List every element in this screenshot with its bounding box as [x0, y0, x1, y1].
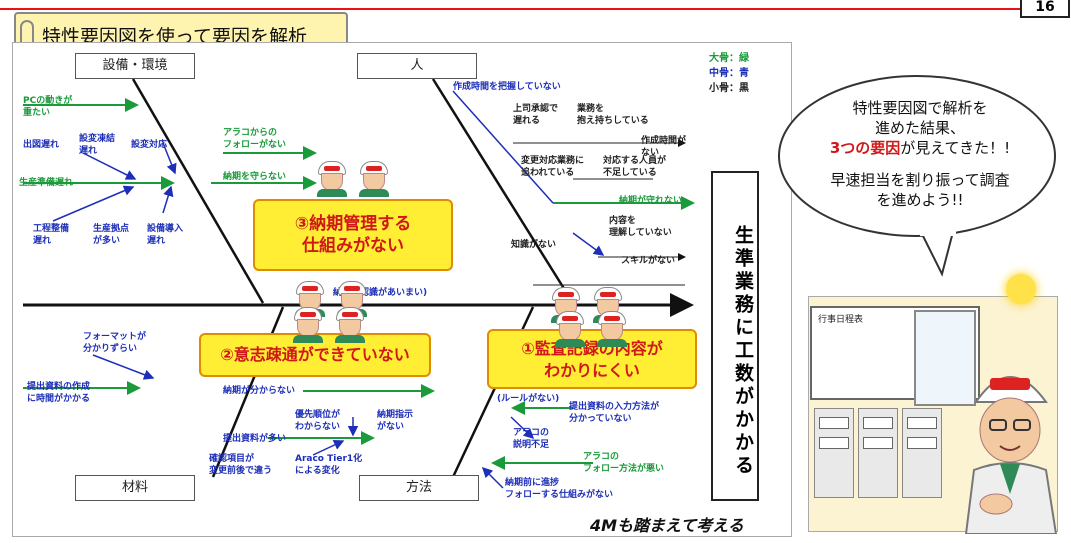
cabinet-icon	[814, 408, 854, 498]
label-grasp-time: 作成時間を把握していない	[453, 82, 561, 92]
bubble-line-4: 早速担当を割り振って調査	[830, 171, 1010, 189]
page-number: 16	[1020, 0, 1070, 18]
label-deadline-unknown: 納期が分からない	[223, 386, 296, 396]
label-drawing-delay: 出図遅れ	[23, 140, 60, 150]
label-pc: PCの動きが 重たい	[23, 96, 73, 118]
bubble-highlight: 3つの要因	[829, 139, 901, 157]
label-content: 内容を 理解していない	[609, 216, 672, 238]
header-rule	[0, 8, 1020, 10]
label-skill: スキルがない	[621, 256, 676, 266]
label-araco-method: アラコの フォロー方法が悪い	[583, 452, 665, 474]
callout-audit-records: ①監査記録の内容が わかりにくい	[487, 329, 697, 389]
worker-face-icon	[315, 161, 349, 197]
fishbone-diagram: 設備・環境 人 材料 方法 生準業務に工数がかかる 大骨：緑 中骨：青 小骨：黒…	[12, 42, 792, 537]
label-creation-time: 作成時間が ない	[641, 136, 687, 158]
worker-face-icon	[553, 311, 587, 347]
callout-deadline-management: ③納期管理する 仕組みがない	[253, 199, 453, 271]
legend-major: 大骨：緑	[709, 53, 749, 64]
label-input-method: 提出資料の入力方法が 分かっていない	[569, 402, 660, 424]
legend-middle: 中骨：青	[709, 68, 749, 79]
label-araco-follow: アラコからの フォローがない	[223, 128, 287, 150]
bubble-line-1: 特性要因図で解析を	[852, 99, 988, 117]
label-equip-delay: 設備導入 遅れ	[147, 224, 184, 246]
label-priority: 優先順位が わからない	[295, 410, 341, 432]
label-design-freeze: 設変凍結 遅れ	[79, 134, 116, 156]
bubble-line-3-rest: が見えてきた！!	[900, 139, 1011, 157]
label-deadline-miss: 納期が守れない	[619, 196, 683, 206]
label-check-items: 確認項目が 変更前後で違う	[209, 454, 273, 476]
label-deadline-vague: 納期の認識があいまい)	[333, 288, 428, 298]
cabinet-icon	[902, 408, 942, 498]
label-design-change: 設変対応	[131, 140, 168, 150]
label-doc-time: 提出資料の作成 に時間がかかる	[27, 382, 91, 404]
cabinet-icon	[858, 408, 898, 498]
label-deadline-keep: 納期を守らない	[223, 172, 287, 182]
worker-face-icon	[357, 161, 391, 197]
bubble-text: 特性要因図で解析を 進めた結果、 3つの要因が見えてきた！! 早速担当を割り振っ…	[800, 98, 1040, 210]
lightbulb-icon	[1006, 274, 1036, 304]
bubble-line-5: を進めよう!!	[876, 191, 964, 209]
label-process-delay: 工程整備 遅れ	[33, 224, 70, 246]
label-format: フォーマットが 分かりずらい	[83, 332, 147, 354]
label-sites: 生産拠点 が多い	[93, 224, 130, 246]
effect-box: 生準業務に工数がかかる	[711, 171, 759, 501]
footer-note: 4Mも踏まえて考える	[590, 516, 744, 535]
bubble-line-2: 進めた結果、	[874, 119, 965, 137]
window-icon	[914, 310, 976, 406]
worker-face-icon	[291, 307, 325, 343]
label-araco-explain: アラコの 説明不足	[513, 428, 550, 450]
label-staff: 対応する人員が 不足している	[603, 156, 667, 178]
category-method: 方法	[359, 475, 479, 501]
speech-bubble	[778, 75, 1056, 277]
label-knowledge: 知識がない	[511, 240, 557, 250]
category-equipment: 設備・環境	[75, 53, 195, 79]
legend-minor: 小骨：黒	[709, 83, 749, 94]
category-people: 人	[357, 53, 477, 79]
worker-face-icon	[595, 311, 629, 347]
label-deadline-instr: 納期指示 がない	[377, 410, 414, 432]
label-tier1: Araco Tier1化 による変化	[295, 454, 363, 476]
label-prep-delay: 生産準備遅れ	[19, 178, 74, 188]
label-progress: 納期前に進捗 フォローする仕組みがない	[505, 478, 614, 500]
label-holding: 業務を 抱え持ちしている	[577, 104, 649, 126]
worker-face-icon	[333, 307, 367, 343]
label-doc-many: 提出資料が多い	[223, 434, 287, 444]
label-change-work: 変更対応業務に 追われている	[521, 156, 585, 178]
board-title: 行事日程表	[818, 315, 864, 325]
label-approval: 上司承認で 遅れる	[513, 104, 559, 126]
category-material: 材料	[75, 475, 195, 501]
label-rules: (ルールがない)	[497, 394, 560, 404]
bubble-line-3: 3つの要因が見えてきた！!	[800, 138, 1040, 158]
legend: 大骨：緑 中骨：青 小骨：黒	[709, 51, 749, 96]
manager-character-icon	[964, 376, 1058, 534]
